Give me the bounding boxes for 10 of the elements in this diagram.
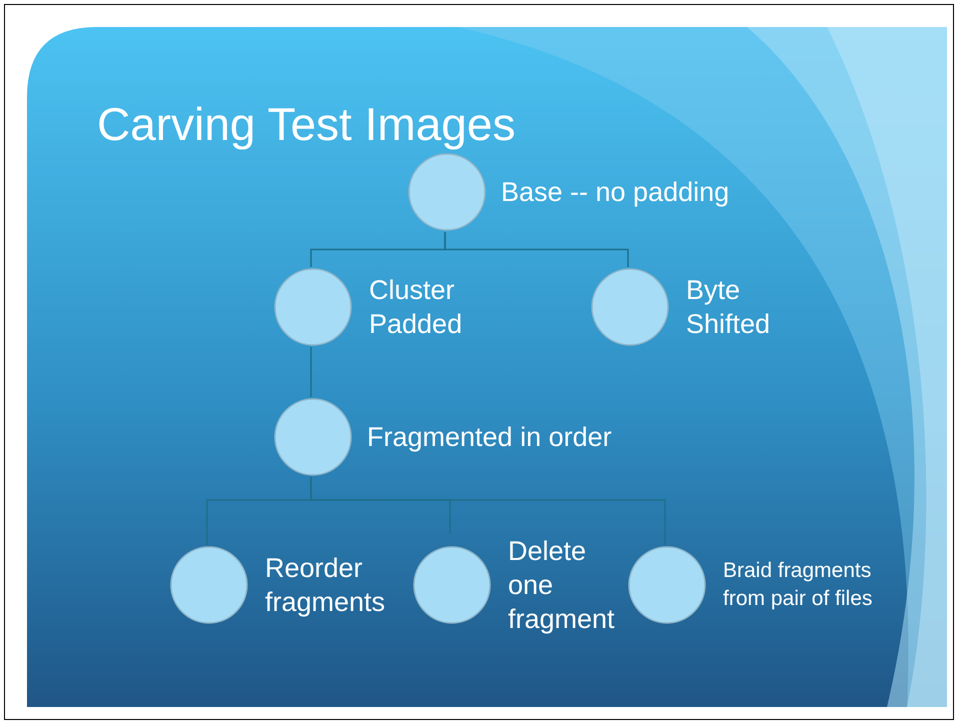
node-label: Fragmented in order <box>367 421 612 454</box>
node-label: Base -- no padding <box>501 176 730 209</box>
slide-title: Carving Test Images <box>97 97 516 151</box>
node-label: Reorder fragments <box>265 552 386 619</box>
node-label: Cluster Padded <box>369 274 464 341</box>
connector-line <box>310 347 312 397</box>
node-label: Braid fragments from pair of files <box>723 558 873 612</box>
node-label: Byte Shifted <box>686 274 772 341</box>
node-label: Delete one fragment <box>508 535 616 636</box>
connector-line <box>444 232 629 267</box>
